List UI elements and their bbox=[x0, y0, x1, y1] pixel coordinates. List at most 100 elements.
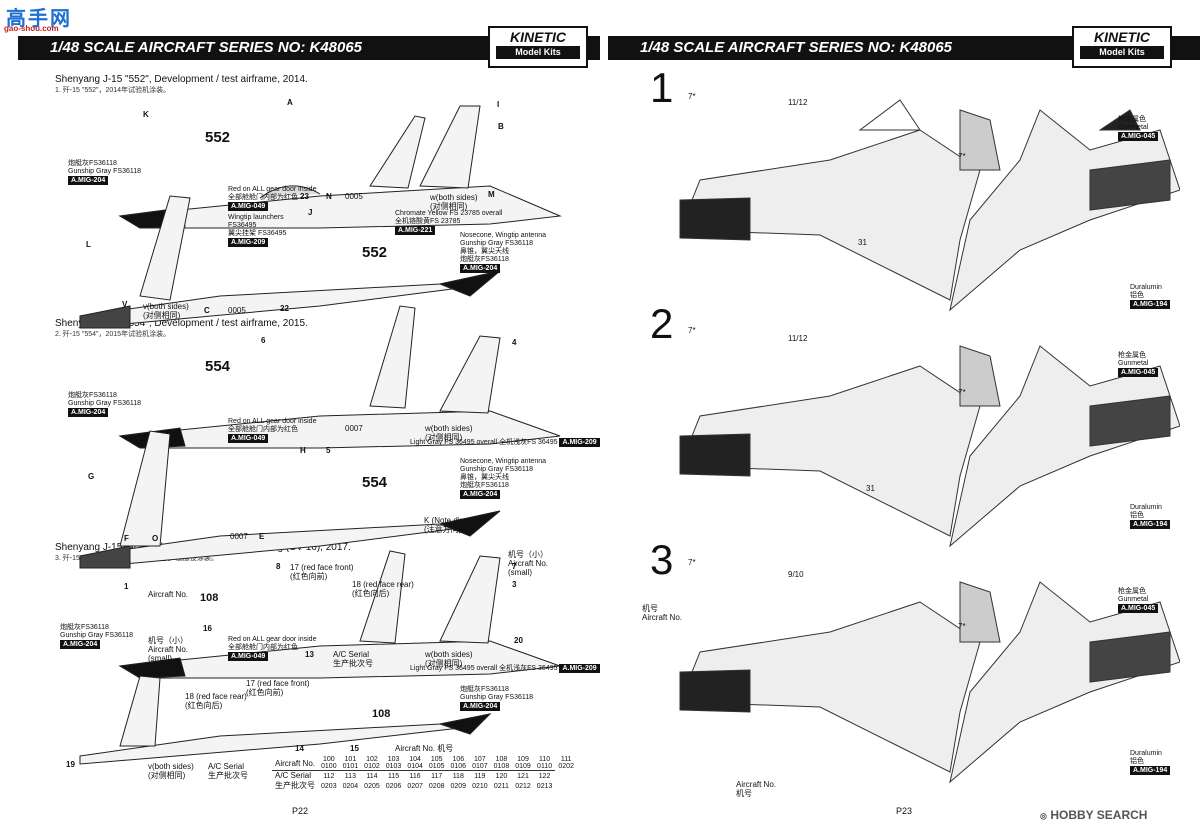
logo-brand: KINETIC bbox=[510, 29, 566, 45]
chromate-cn: 全机铬酸黄FS 23785 bbox=[395, 218, 461, 225]
gear-code-2: A.MIG-049 bbox=[228, 434, 269, 443]
note-dir-cn: (注意方向) bbox=[424, 525, 462, 534]
decal-letter-f: F bbox=[124, 534, 129, 543]
gunmetal-en-3: Gunmetal bbox=[1118, 596, 1149, 603]
ac-serial-en: A/C Serial bbox=[333, 650, 370, 659]
red-rear-text-2: 18 (red face rear) bbox=[185, 692, 247, 701]
gunmetal-code-3: A.MIG-045 bbox=[1118, 604, 1159, 613]
cell: 0212 bbox=[515, 782, 531, 790]
ac-no-en: Aircraft No. bbox=[395, 744, 436, 753]
section-2-title: Shenyang J-15 "554", Development / test … bbox=[55, 318, 308, 339]
callout-red-rear-1: 18 (red face rear) (红色向后) bbox=[352, 580, 414, 598]
v-both-sides-text-2: v(both sides) bbox=[148, 762, 194, 771]
callout-note-direction: K (Note direction) (注意方向) bbox=[424, 516, 486, 534]
decal-letter-13: 13 bbox=[305, 650, 314, 659]
gunmetal-code-2: A.MIG-045 bbox=[1118, 368, 1159, 377]
callout-0007-b: 0007 bbox=[230, 532, 248, 541]
aircraft-number-108-b: 108 bbox=[372, 708, 391, 720]
both-sides-cn: (对侧相同) bbox=[430, 202, 468, 211]
ac-small-en: Aircraft No. bbox=[508, 559, 549, 568]
label-9-10-row3: 9/10 bbox=[788, 570, 804, 579]
paint-gunmetal-row3: 枪金属色 Gunmetal A.MIG-045 bbox=[1118, 588, 1159, 613]
cell: 0108 bbox=[493, 763, 510, 770]
cell: 0202 bbox=[558, 763, 574, 771]
cell: 105 bbox=[430, 756, 443, 763]
callout-ac-serial-1: A/C Serial 生产批次号 bbox=[333, 650, 373, 668]
cell: 104 bbox=[409, 756, 421, 763]
decal-letter-15: 15 bbox=[350, 744, 359, 753]
gear-cn-3: 全部舱舱门内部为红色 bbox=[228, 644, 298, 651]
decal-letter-n: N bbox=[326, 192, 332, 201]
serial-row-serial-2: 0203 0204 0205 0206 0207 0208 0209 0210 … bbox=[272, 781, 577, 791]
both-sides-text-2: w(both sides) bbox=[425, 424, 473, 433]
gear-en-3: Red on ALL gear door inside bbox=[228, 636, 317, 643]
cell: 113 bbox=[339, 770, 362, 782]
callout-v-both-sides-2: v(both sides) (对侧相同) bbox=[148, 762, 194, 780]
callout-0005-b: 0005 bbox=[228, 306, 246, 315]
row-number-3: 3 bbox=[650, 536, 674, 583]
page-left: 高手网 gao-shou.com 1/48 SCALE AIRCRAFT SER… bbox=[4, 6, 616, 816]
callout-aircraft-no-small-1: 机号（小） Aircraft No. (small) bbox=[508, 550, 548, 577]
gear-cn-2: 全部舱舱门内部为红色 bbox=[228, 426, 298, 433]
red-front-text-2: 17 (red face front) bbox=[246, 679, 310, 688]
decal-letter-14: 14 bbox=[295, 744, 304, 753]
paint-gear-door-2: Red on ALL gear door inside 全部舱舱门内部为红色 A… bbox=[228, 418, 316, 443]
wingtip-en: Wingtip launchers bbox=[228, 214, 284, 221]
duralumin-code-3: A.MIG-194 bbox=[1130, 766, 1171, 775]
cell: 103 bbox=[387, 756, 400, 763]
paint-gunship-gray-1: 炮艇灰FS36118 Gunship Gray FS36118 A.MIG-20… bbox=[68, 160, 141, 185]
v-both-sides-cn: (对侧相同) bbox=[143, 311, 181, 320]
gunship-cn-2: 炮艇灰FS36118 bbox=[68, 392, 117, 399]
aircraft-number-108-a: 108 bbox=[200, 592, 219, 604]
v-both-sides-cn-2: (对侧相同) bbox=[148, 771, 186, 780]
gear-cn: 全部舱舱门内部为红色 bbox=[228, 194, 298, 201]
gunship-en-3: Gunship Gray FS36118 bbox=[60, 632, 134, 639]
serial-row-aircraft: Aircraft No. 100 101 102 103 104 105 106… bbox=[272, 756, 577, 768]
cell: 111 bbox=[560, 756, 572, 763]
decal-letter-22: 22 bbox=[280, 304, 289, 313]
label-11-12-row1: 11/12 bbox=[788, 98, 808, 107]
ac-serial-en-2: A/C Serial bbox=[208, 762, 245, 771]
lightgray-en: Light Gray FS 36495 overall bbox=[410, 439, 498, 446]
both-sides-text-3: w(both sides) bbox=[425, 650, 473, 659]
hobbysearch-text: HOBBY SEARCH bbox=[1050, 808, 1148, 822]
gunship-code-3: A.MIG-204 bbox=[60, 640, 101, 649]
label-aircraft-no-row3-a: 机号 Aircraft No. bbox=[642, 604, 682, 622]
gunmetal-code: A.MIG-045 bbox=[1118, 132, 1159, 141]
section-2-text: Shenyang J-15 "554", Development / test … bbox=[55, 318, 308, 329]
gunship-en-4: Gunship Gray FS36118 bbox=[460, 694, 534, 701]
callout-both-sides-2: w(both sides) (对侧相同) bbox=[425, 424, 473, 442]
paint-nosecone-1: Nosecone, Wingtip antenna Gunship Gray F… bbox=[460, 232, 546, 273]
gunmetal-cn: 枪金属色 bbox=[1118, 116, 1146, 123]
cell: 122 bbox=[533, 770, 556, 782]
section-2-cn: 2. 歼-15 "554"，2015年试验机涂装。 bbox=[55, 331, 171, 338]
red-rear-text: 18 (red face rear) bbox=[352, 580, 414, 589]
lightgray-cn-2: 全机浅灰FS 36495 bbox=[499, 665, 558, 672]
cell: 0213 bbox=[536, 782, 553, 790]
cell: 0203 bbox=[321, 782, 337, 790]
aircraft-number-552-b: 552 bbox=[362, 244, 388, 261]
hobbysearch-icon: ◎ bbox=[1040, 811, 1047, 821]
cell: 120 bbox=[490, 770, 513, 782]
paint-gunship-gray-2: 炮艇灰FS36118 Gunship Gray FS36118 A.MIG-20… bbox=[68, 392, 141, 417]
cell: 0106 bbox=[450, 763, 467, 770]
page-number-right: P23 bbox=[896, 806, 913, 816]
cell: 0103 bbox=[385, 763, 402, 770]
wingtip-cn: 翼尖挂架 FS36495 bbox=[228, 230, 287, 237]
cell: 0110 bbox=[537, 763, 553, 770]
row-number-1: 1 bbox=[650, 64, 674, 111]
ac-serial-cn: 生产批次号 bbox=[333, 659, 373, 668]
ac-serial-cn-2: 生产批次号 bbox=[208, 771, 248, 780]
kinetic-logo-right: KINETIC Model Kits bbox=[1072, 26, 1172, 68]
ac-small-cn: 机号（小） bbox=[508, 550, 548, 559]
nose-code: A.MIG-204 bbox=[460, 264, 501, 273]
paint-wingtip: Wingtip launchers FS36495 翼尖挂架 FS36495 A… bbox=[228, 214, 286, 247]
label-11-12-row2: 11/12 bbox=[788, 334, 808, 343]
callout-ac-serial-2: A/C Serial 生产批次号 bbox=[208, 762, 248, 780]
paint-gunship-gray-3: 炮艇灰FS36118 Gunship Gray FS36118 A.MIG-20… bbox=[60, 624, 133, 649]
duralumin-code: A.MIG-194 bbox=[1130, 300, 1171, 309]
cell: 0211 bbox=[493, 782, 509, 790]
red-rear-cn-2: (红色向后) bbox=[185, 701, 223, 710]
paint-light-gray-2: Light Gray FS 36495 overall 全机浅灰FS 36495… bbox=[410, 664, 600, 673]
